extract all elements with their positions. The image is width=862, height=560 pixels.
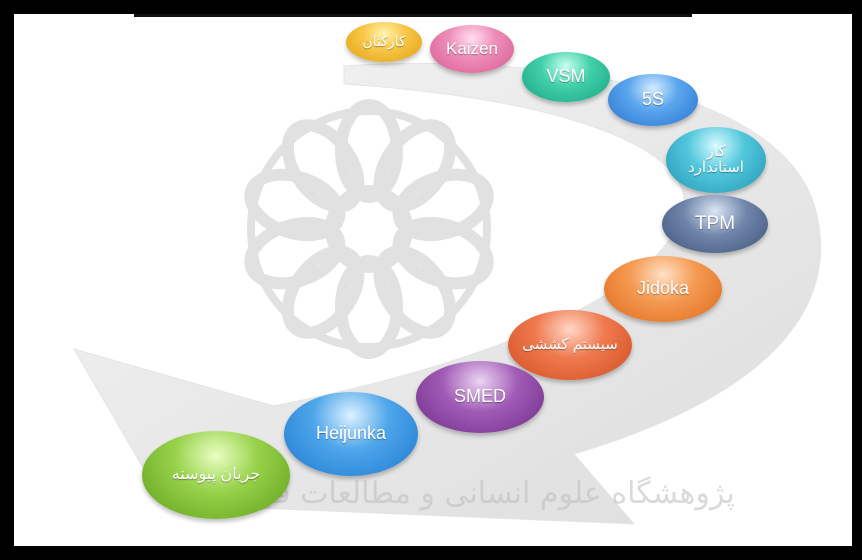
- top-border-bar: [134, 14, 692, 17]
- node-heijunka: Heijunka: [284, 392, 418, 476]
- background-decoration: [72, 63, 822, 525]
- node-label: Jidoka: [636, 278, 690, 299]
- node-tpm: TPM: [662, 195, 768, 253]
- node-jarayan-peyvaste: جریان پیوسته: [142, 431, 290, 519]
- node-label: جریان پیوسته: [171, 466, 261, 484]
- node-karkanan: کارکنان: [346, 22, 422, 62]
- node-label: Heijunka: [315, 423, 387, 444]
- node-label: سیستم کششی: [522, 335, 618, 353]
- node-jidoka: Jidoka: [604, 256, 722, 322]
- node-5s: 5S: [608, 74, 698, 126]
- rosette-watermark: [244, 99, 494, 359]
- node-vsm: VSM: [522, 52, 610, 102]
- node-label: کارکنان: [362, 33, 406, 50]
- node-label: VSM: [546, 66, 586, 87]
- node-label: 5S: [641, 89, 665, 110]
- node-label: SMED: [453, 386, 506, 407]
- node-smed: SMED: [416, 361, 544, 433]
- node-kaizen: Kaizen: [430, 25, 514, 73]
- diagram-canvas: پژوهشگاه علوم انسانی و مطالعات فرهنگی کا…: [14, 14, 852, 546]
- node-label: کار استاندارد: [688, 142, 744, 176]
- node-kar-standard: کار استاندارد: [666, 127, 766, 193]
- node-system-keshshi: سیستم کششی: [508, 310, 632, 380]
- node-label: Kaizen: [446, 38, 498, 58]
- node-label: TPM: [694, 212, 736, 234]
